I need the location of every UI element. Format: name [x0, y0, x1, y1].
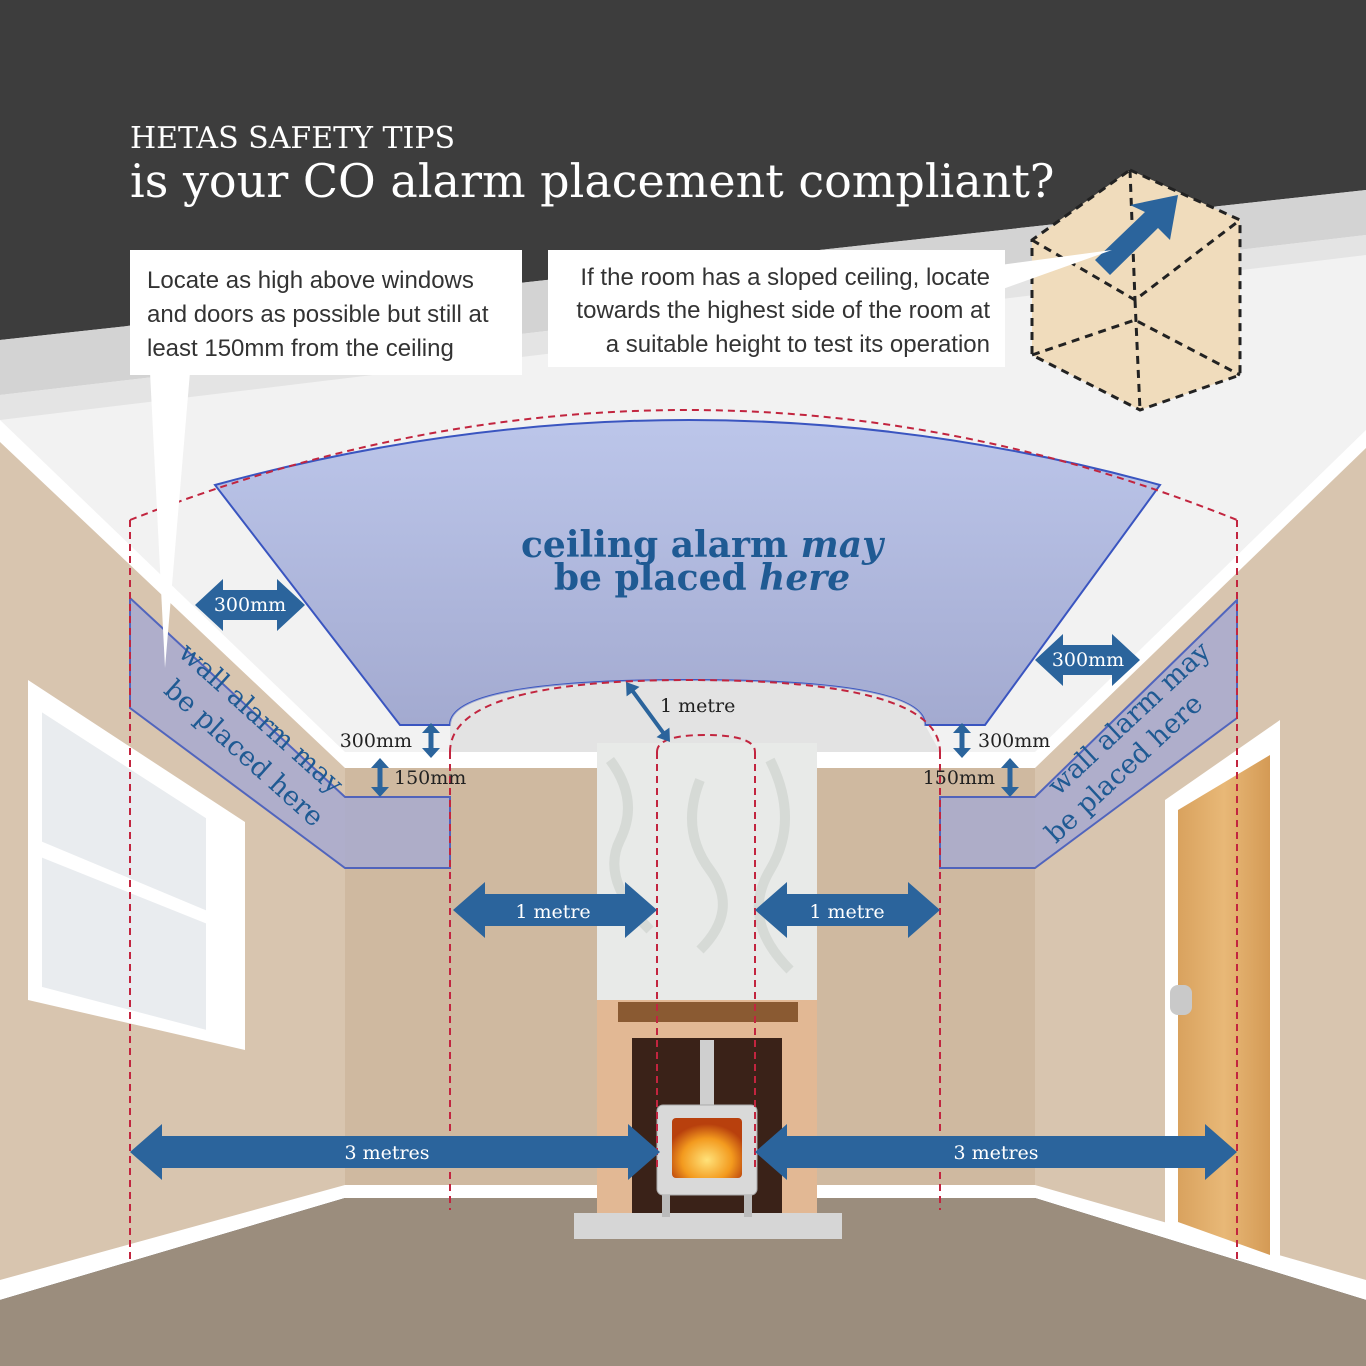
- wall-gap-right-arrow-icon: [1001, 758, 1019, 797]
- slope-up-arrow-icon: [1095, 195, 1178, 275]
- ceiling-label-italic: may: [801, 524, 885, 566]
- wall-left-1m-arrow-icon: [453, 882, 657, 938]
- window: [28, 680, 245, 1050]
- mantel: [618, 1002, 798, 1022]
- callout-pointer-right: [1000, 250, 1112, 290]
- callout-line: and doors as possible but still at: [147, 301, 489, 328]
- dimension-arrows: [130, 579, 1237, 1180]
- callout-box-left: [130, 250, 522, 375]
- max-left-3m-arrow-icon: [130, 1124, 660, 1180]
- dim-ceiling-gap-left: 300mm: [340, 730, 412, 752]
- wood-stove-icon: [656, 1040, 758, 1217]
- callout-box-right: [548, 250, 1005, 367]
- callout-line: least 150mm from the ceiling: [147, 335, 454, 362]
- sloped-ceiling-cube-icon: [1030, 168, 1242, 412]
- dim-3m-left: 3 metres: [344, 1142, 429, 1164]
- dim-ceiling-edge-left: 300mm: [214, 594, 286, 616]
- appliance-exclusion-ceiling: [450, 680, 940, 752]
- ceiling-edge-left-arrow-icon: [195, 579, 305, 631]
- ceiling-label-plain: be placed: [554, 557, 759, 599]
- callout-line: a suitable height to test its operation: [606, 331, 990, 358]
- ceiling-label-plain: ceiling alarm: [521, 524, 801, 566]
- wall-right-1m-arrow-icon: [755, 882, 940, 938]
- svg-text:ceiling alarm may: ceiling alarm may: [521, 524, 885, 566]
- door-handle-icon: [1170, 985, 1192, 1015]
- dim-wall-left-1m: 1 metre: [515, 901, 590, 923]
- callout-pointer-left: [150, 372, 190, 668]
- dim-wall-gap-left: 150mm: [394, 767, 466, 789]
- dimension-labels: 300mm 300mm 300mm 300mm 150mm 150mm 1 me…: [214, 594, 1124, 1164]
- svg-text:be placed here: be placed here: [554, 557, 850, 599]
- callout-text-right: If the room has a sloped ceiling, locate…: [576, 264, 990, 358]
- ceiling-from-appliance-arrow-icon: [626, 682, 670, 742]
- hearth: [574, 1213, 842, 1239]
- max-right-3m-arrow-icon: [755, 1124, 1237, 1180]
- callout-text-left: Locate as high above windows and doors a…: [147, 267, 489, 362]
- fire-icon: [672, 1118, 742, 1178]
- ceiling-gap-right-arrow-icon: [953, 723, 971, 758]
- dim-ceiling-gap-right: 300mm: [978, 730, 1050, 752]
- ceiling-edge-right-arrow-icon: [1035, 634, 1140, 686]
- kicker: HETAS SAFETY TIPS: [130, 121, 455, 156]
- dim-wall-right-1m: 1 metre: [809, 901, 884, 923]
- ceiling-label-italic: here: [759, 557, 850, 599]
- dim-3m-right: 3 metres: [953, 1142, 1038, 1164]
- floor: [0, 1198, 1366, 1366]
- ceiling-gap-left-arrow-icon: [422, 723, 440, 758]
- boundary-lines: [129, 409, 1238, 1260]
- dim-ceiling-from-appliance: 1 metre: [660, 695, 735, 717]
- callout-line: Locate as high above windows: [147, 267, 474, 294]
- door: [1165, 720, 1280, 1265]
- wall-alarm-zone-left: [129, 595, 451, 869]
- dim-ceiling-edge-right: 300mm: [1052, 649, 1124, 671]
- page-title: is your CO alarm placement compliant?: [130, 154, 1054, 208]
- wall-gap-left-arrow-icon: [371, 758, 389, 797]
- ceiling-zone-label: ceiling alarm may be placed here: [521, 524, 885, 599]
- callout-line: If the room has a sloped ceiling, locate: [580, 264, 990, 291]
- dim-wall-gap-right: 150mm: [923, 767, 995, 789]
- callout-line: towards the highest side of the room at: [576, 297, 990, 324]
